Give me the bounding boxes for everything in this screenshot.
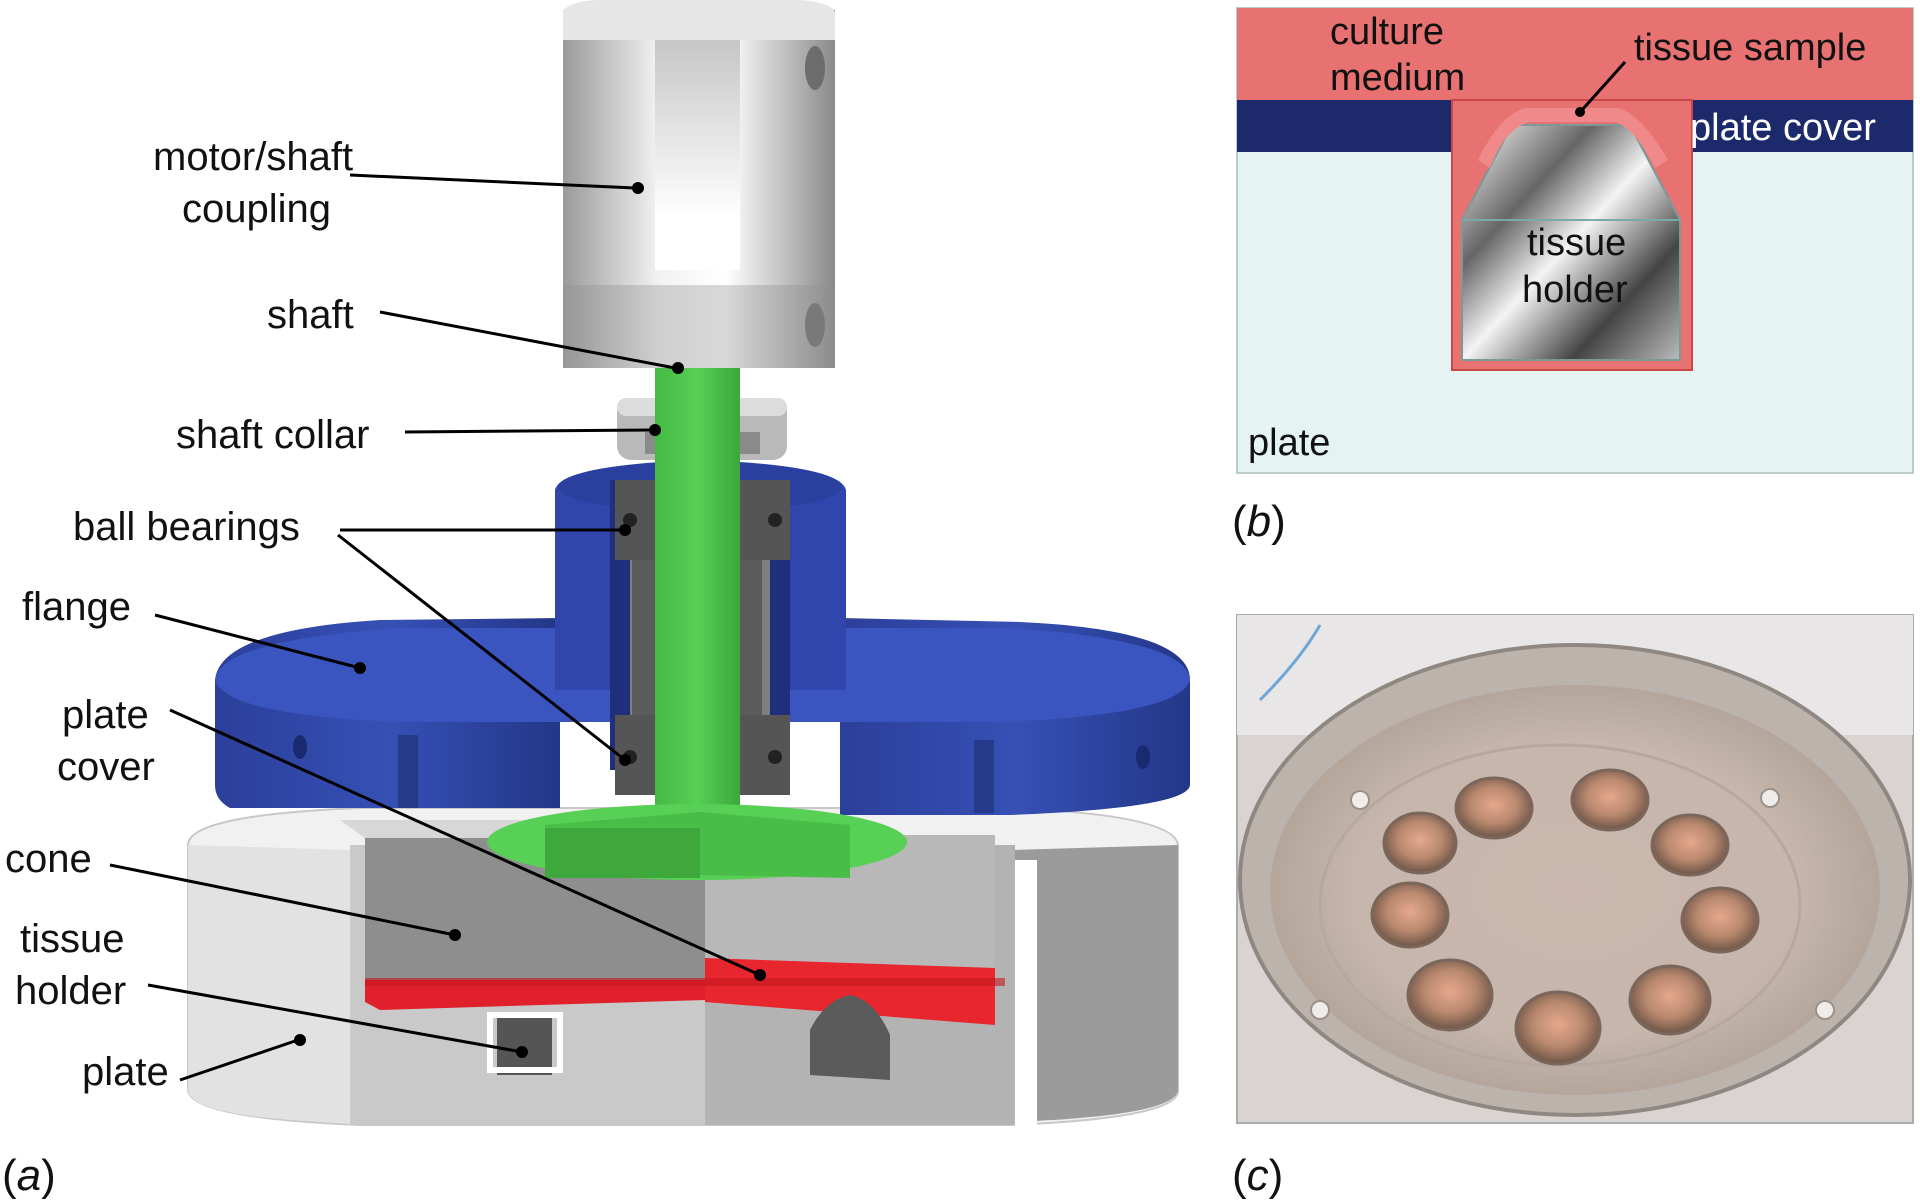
plate-cover — [365, 958, 1005, 1025]
label-tissue-holder-b-line2: holder — [1522, 269, 1628, 311]
label-shaft-collar: shaft collar — [176, 413, 369, 457]
label-plate: plate — [82, 1050, 169, 1094]
culture-medium-region — [1237, 8, 1913, 100]
label-coupling-line1: motor/shaft — [153, 135, 353, 179]
label-flange: flange — [22, 585, 131, 629]
label-tissue-sample: tissue sample — [1634, 27, 1866, 69]
label-tissue-holder-line2: holder — [15, 969, 126, 1013]
label-cone: cone — [5, 837, 92, 881]
tissue-holder-parts — [487, 995, 890, 1080]
tissue-sample — [1478, 108, 1668, 168]
shaft — [487, 273, 907, 880]
label-tissue-holder-b-line1: tissue — [1527, 222, 1626, 264]
label-culture-medium-line1: culture — [1330, 11, 1444, 53]
wells — [1370, 768, 1760, 1066]
label-ball-bearings: ball bearings — [73, 505, 300, 549]
panel-b-schematic: culture medium tissue sample plate cover… — [1232, 7, 1914, 546]
label-coupling-line2: coupling — [182, 187, 331, 231]
label-plate-cover-line2: cover — [57, 745, 155, 789]
label-culture-medium-line2: medium — [1330, 57, 1465, 99]
panel-b-marker: (b) — [1232, 497, 1286, 546]
label-plate-b: plate — [1248, 422, 1330, 464]
panel-c-marker: (c) — [1232, 1151, 1283, 1200]
motor-shaft-coupling — [563, 0, 835, 368]
panel-a-marker: (a) — [2, 1151, 56, 1200]
label-plate-cover-b: plate cover — [1690, 107, 1876, 149]
panel-c-photo: (c) — [1232, 614, 1914, 1200]
leader-lines-a — [109, 173, 766, 1082]
panel-a-cutaway: motor/shaft coupling shaft shaft collar … — [2, 0, 1190, 1200]
label-tissue-holder-line1: tissue — [20, 917, 125, 961]
label-plate-cover-line1: plate — [62, 693, 149, 737]
label-shaft: shaft — [267, 293, 354, 337]
